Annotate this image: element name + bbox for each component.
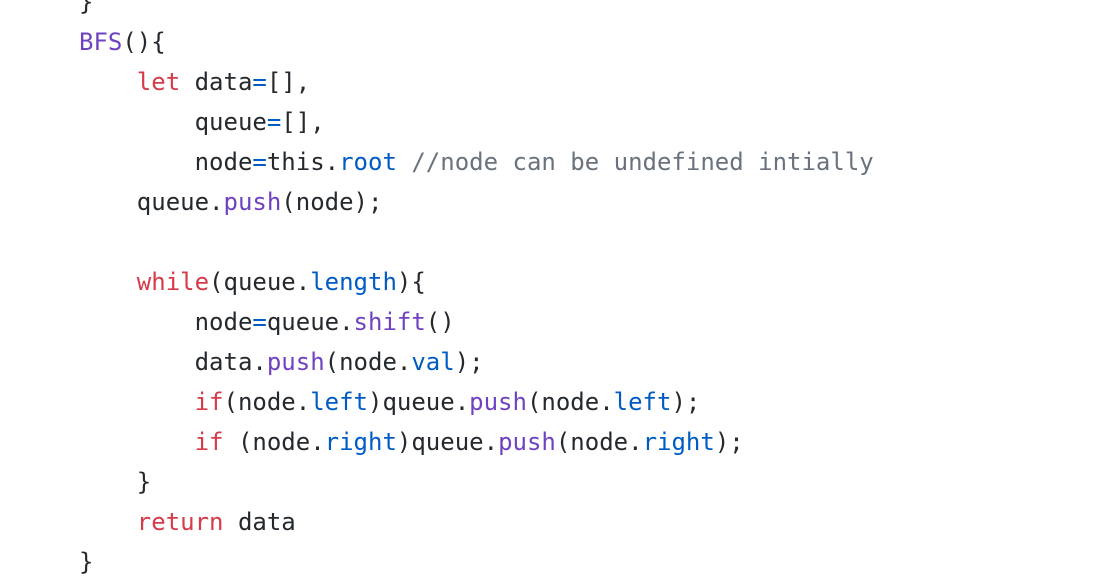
code-token-plain: (node.	[324, 348, 412, 376]
code-line: BFS(){	[79, 22, 874, 62]
code-token-constant: right	[324, 428, 397, 456]
code-token-plain: queue.	[266, 308, 354, 336]
code-token-keyword: let	[136, 68, 181, 96]
code-token-function: push	[498, 428, 556, 456]
code-token-constant: root	[339, 148, 397, 176]
code-block: }BFS(){ let data=[], queue=[], node=this…	[79, 0, 874, 582]
code-line: return data	[79, 502, 874, 542]
code-token-plain: data	[223, 508, 296, 536]
code-token-keyword: if	[194, 428, 224, 456]
code-token-function: push	[266, 348, 325, 376]
code-token-plain: )queue.	[368, 388, 470, 416]
code-token-function: push	[469, 388, 527, 416]
code-line	[79, 222, 874, 262]
code-token-function: push	[223, 188, 282, 216]
code-token-plain: )queue.	[396, 428, 499, 456]
code-token-constant: length	[310, 268, 397, 296]
code-token-constant: =	[252, 68, 267, 96]
code-token-function: shift	[353, 308, 426, 336]
code-token-comment: //node can be undefined intially	[411, 148, 874, 176]
code-line: }	[79, 0, 874, 22]
code-token-function: BFS	[79, 28, 123, 56]
code-token-constant: val	[411, 348, 455, 376]
code-token-plain: [],	[281, 108, 325, 136]
code-token-plain	[79, 428, 195, 456]
code-token-constant: =	[252, 308, 267, 336]
code-token-plain: this.	[266, 148, 340, 176]
code-token-plain	[79, 388, 195, 416]
code-line: if(node.left)queue.push(node.left);	[79, 382, 874, 422]
code-token-plain: node	[79, 308, 253, 336]
code-token-constant: =	[252, 148, 267, 176]
code-line: queue=[],	[79, 102, 874, 142]
code-token-plain: }	[79, 548, 94, 576]
code-line: while(queue.length){	[79, 262, 874, 302]
code-token-plain: );	[454, 348, 484, 376]
code-line: }	[79, 542, 874, 582]
code-token-plain: ){	[396, 268, 426, 296]
code-line: queue.push(node);	[79, 182, 874, 222]
code-token-plain: (){	[122, 28, 166, 56]
code-line: if (node.right)queue.push(node.right);	[79, 422, 874, 462]
code-line: }	[79, 462, 874, 502]
code-line: let data=[],	[79, 62, 874, 102]
code-token-constant: right	[642, 428, 715, 456]
code-token-plain: (queue.	[209, 268, 311, 296]
code-token-keyword: if	[194, 388, 224, 416]
code-token-plain: queue	[79, 108, 267, 136]
code-token-plain	[79, 508, 137, 536]
code-token-plain: );	[671, 388, 701, 416]
code-token-plain: }	[79, 468, 152, 496]
code-token-constant: =	[266, 108, 282, 136]
code-token-plain: ()	[425, 308, 455, 336]
code-token-plain	[79, 268, 137, 296]
code-line: node=queue.shift()	[79, 302, 874, 342]
code-line: data.push(node.val);	[79, 342, 874, 382]
code-token-plain: data.	[79, 348, 267, 376]
code-token-constant: left	[613, 388, 672, 416]
code-token-plain: data	[180, 68, 253, 96]
code-token-plain: queue.	[79, 188, 224, 216]
code-line: node=this.root //node can be undefined i…	[79, 142, 874, 182]
code-token-plain: [],	[266, 68, 311, 96]
code-token-plain: (node.	[223, 428, 325, 456]
code-token-plain: (node.	[526, 388, 614, 416]
code-token-plain: (node);	[281, 188, 383, 216]
code-token-constant: left	[310, 388, 368, 416]
code-token-plain: (node.	[555, 428, 643, 456]
code-token-plain: (node.	[223, 388, 311, 416]
code-token-plain	[397, 148, 411, 176]
code-token-keyword: while	[136, 268, 210, 296]
code-token-keyword: return	[136, 508, 224, 536]
code-token-plain: );	[714, 428, 744, 456]
code-token-plain	[79, 68, 137, 96]
code-token-plain: node	[79, 148, 253, 176]
code-token-plain: }	[79, 0, 94, 16]
